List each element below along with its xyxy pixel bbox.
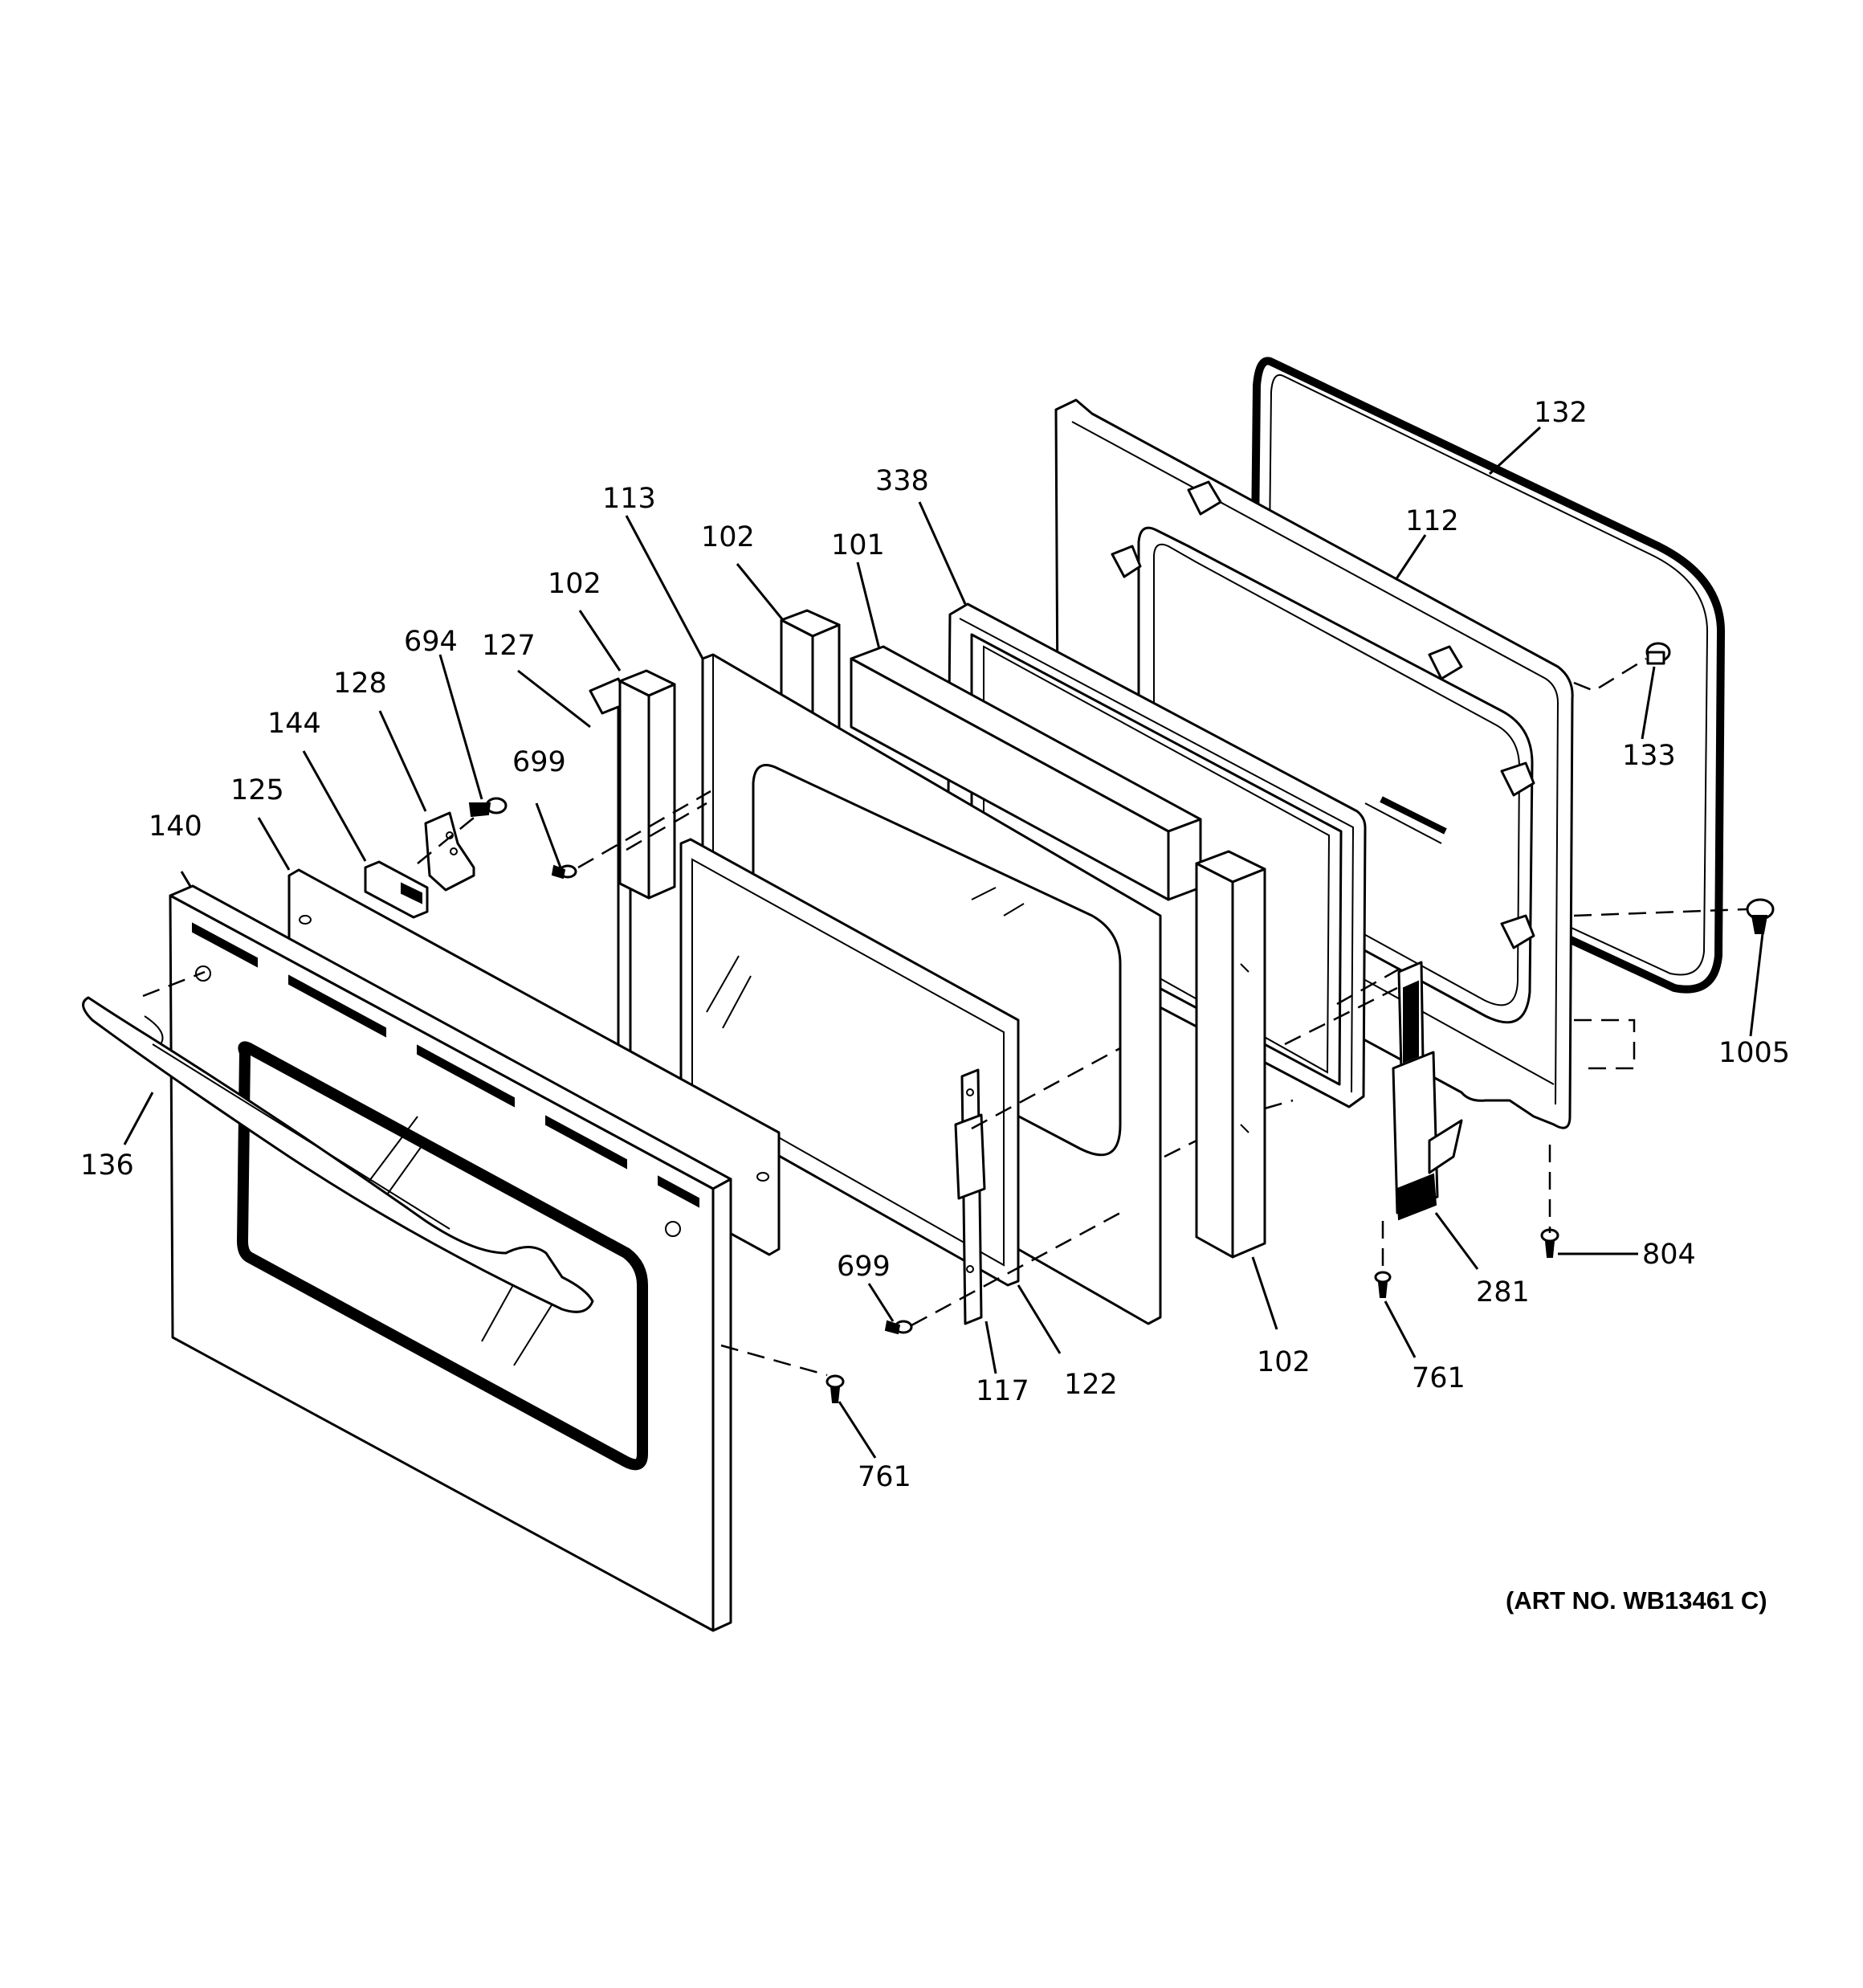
callout-699-top: 699 — [512, 746, 566, 778]
part-144-spacer — [364, 860, 429, 919]
callout-694: 694 — [404, 626, 458, 658]
part-133-bumper — [1645, 642, 1671, 665]
part-102-insulation-left — [618, 669, 676, 900]
callout-112: 112 — [1405, 505, 1459, 537]
callout-102-right: 102 — [1257, 1346, 1311, 1378]
callout-102-left: 102 — [548, 568, 601, 600]
part-694-screw — [468, 797, 508, 818]
art-number: (ART NO. WB13461 C) — [1506, 1586, 1767, 1614]
callout-102-top: 102 — [701, 521, 755, 553]
part-1005-screw — [1746, 898, 1775, 934]
part-699-screw-bottom — [884, 1320, 913, 1335]
part-761-screw-right — [1374, 1271, 1392, 1298]
part-136-handle — [82, 996, 594, 1313]
callout-125: 125 — [230, 774, 284, 806]
part-281-hinge — [1392, 961, 1463, 1221]
callout-132: 132 — [1534, 397, 1588, 429]
callout-113: 113 — [602, 483, 656, 515]
callout-699-bottom: 699 — [837, 1251, 891, 1283]
part-140-outer-door — [169, 884, 732, 1632]
part-101-insulation — [850, 645, 1202, 901]
part-699-screw-top — [551, 864, 577, 880]
callout-281: 281 — [1476, 1276, 1530, 1308]
part-761-screw-left — [826, 1374, 845, 1403]
callout-122: 122 — [1064, 1369, 1118, 1401]
callout-144: 144 — [267, 708, 321, 740]
callout-133: 133 — [1622, 740, 1676, 772]
callout-117: 117 — [976, 1375, 1029, 1407]
callout-127: 127 — [482, 630, 536, 662]
callout-101: 101 — [831, 529, 885, 561]
callout-761-left: 761 — [858, 1461, 911, 1493]
callout-labels: 132 112 338 101 102 113 102 127 694 128 … — [80, 397, 1790, 1493]
callout-140: 140 — [149, 810, 202, 843]
callout-136: 136 — [80, 1149, 134, 1182]
callout-128: 128 — [333, 667, 387, 700]
callout-338: 338 — [875, 465, 929, 497]
part-804-screw — [1540, 1228, 1559, 1258]
callout-1005: 1005 — [1718, 1037, 1790, 1069]
leader-lines — [123, 426, 1764, 1459]
part-132-door-gasket — [1249, 357, 1726, 994]
part-117-hinge-bracket — [954, 1068, 986, 1325]
callout-761-right: 761 — [1412, 1362, 1466, 1394]
callout-804: 804 — [1642, 1239, 1696, 1271]
part-102-insulation-right — [1195, 850, 1266, 1259]
assembly-lines — [142, 657, 1747, 1377]
